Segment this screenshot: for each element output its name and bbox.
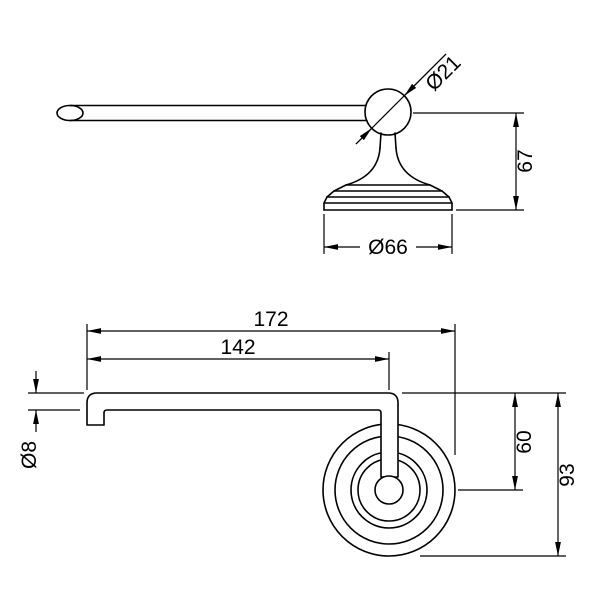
dim-arm-length-label: 142 (220, 336, 255, 359)
dim-ball-diameter: Ø21 (355, 51, 466, 145)
arm-rod (56, 104, 368, 122)
front-view: Ø21 67 Ø66 (56, 51, 537, 259)
dim-height: 67 (413, 112, 537, 211)
dim-overall-projection-label: 93 (556, 463, 579, 486)
dim-height-label: 67 (514, 149, 537, 172)
dim-tube-diameter: Ø8 (18, 371, 84, 469)
dim-ball-diameter-label: Ø21 (421, 51, 465, 95)
pedestal-base (323, 132, 453, 211)
dim-overall-length-label: 172 (253, 308, 288, 331)
dim-wall-to-center: 60 (402, 392, 566, 491)
plan-view: 172 142 Ø8 60 93 (18, 308, 579, 557)
dim-overall-length: 172 (86, 308, 456, 455)
dim-arm-length: 142 (87, 336, 390, 390)
dim-base-diameter-label: Ø66 (368, 236, 408, 259)
dim-base-diameter: Ø66 (323, 214, 453, 259)
tube-arm (86, 392, 404, 505)
dim-wall-to-center-label: 60 (513, 430, 536, 453)
tube-end-cap (374, 475, 404, 505)
dim-overall-projection: 93 (420, 393, 579, 557)
ball-finial (364, 88, 412, 136)
dim-tube-diameter-label: Ø8 (18, 441, 41, 469)
